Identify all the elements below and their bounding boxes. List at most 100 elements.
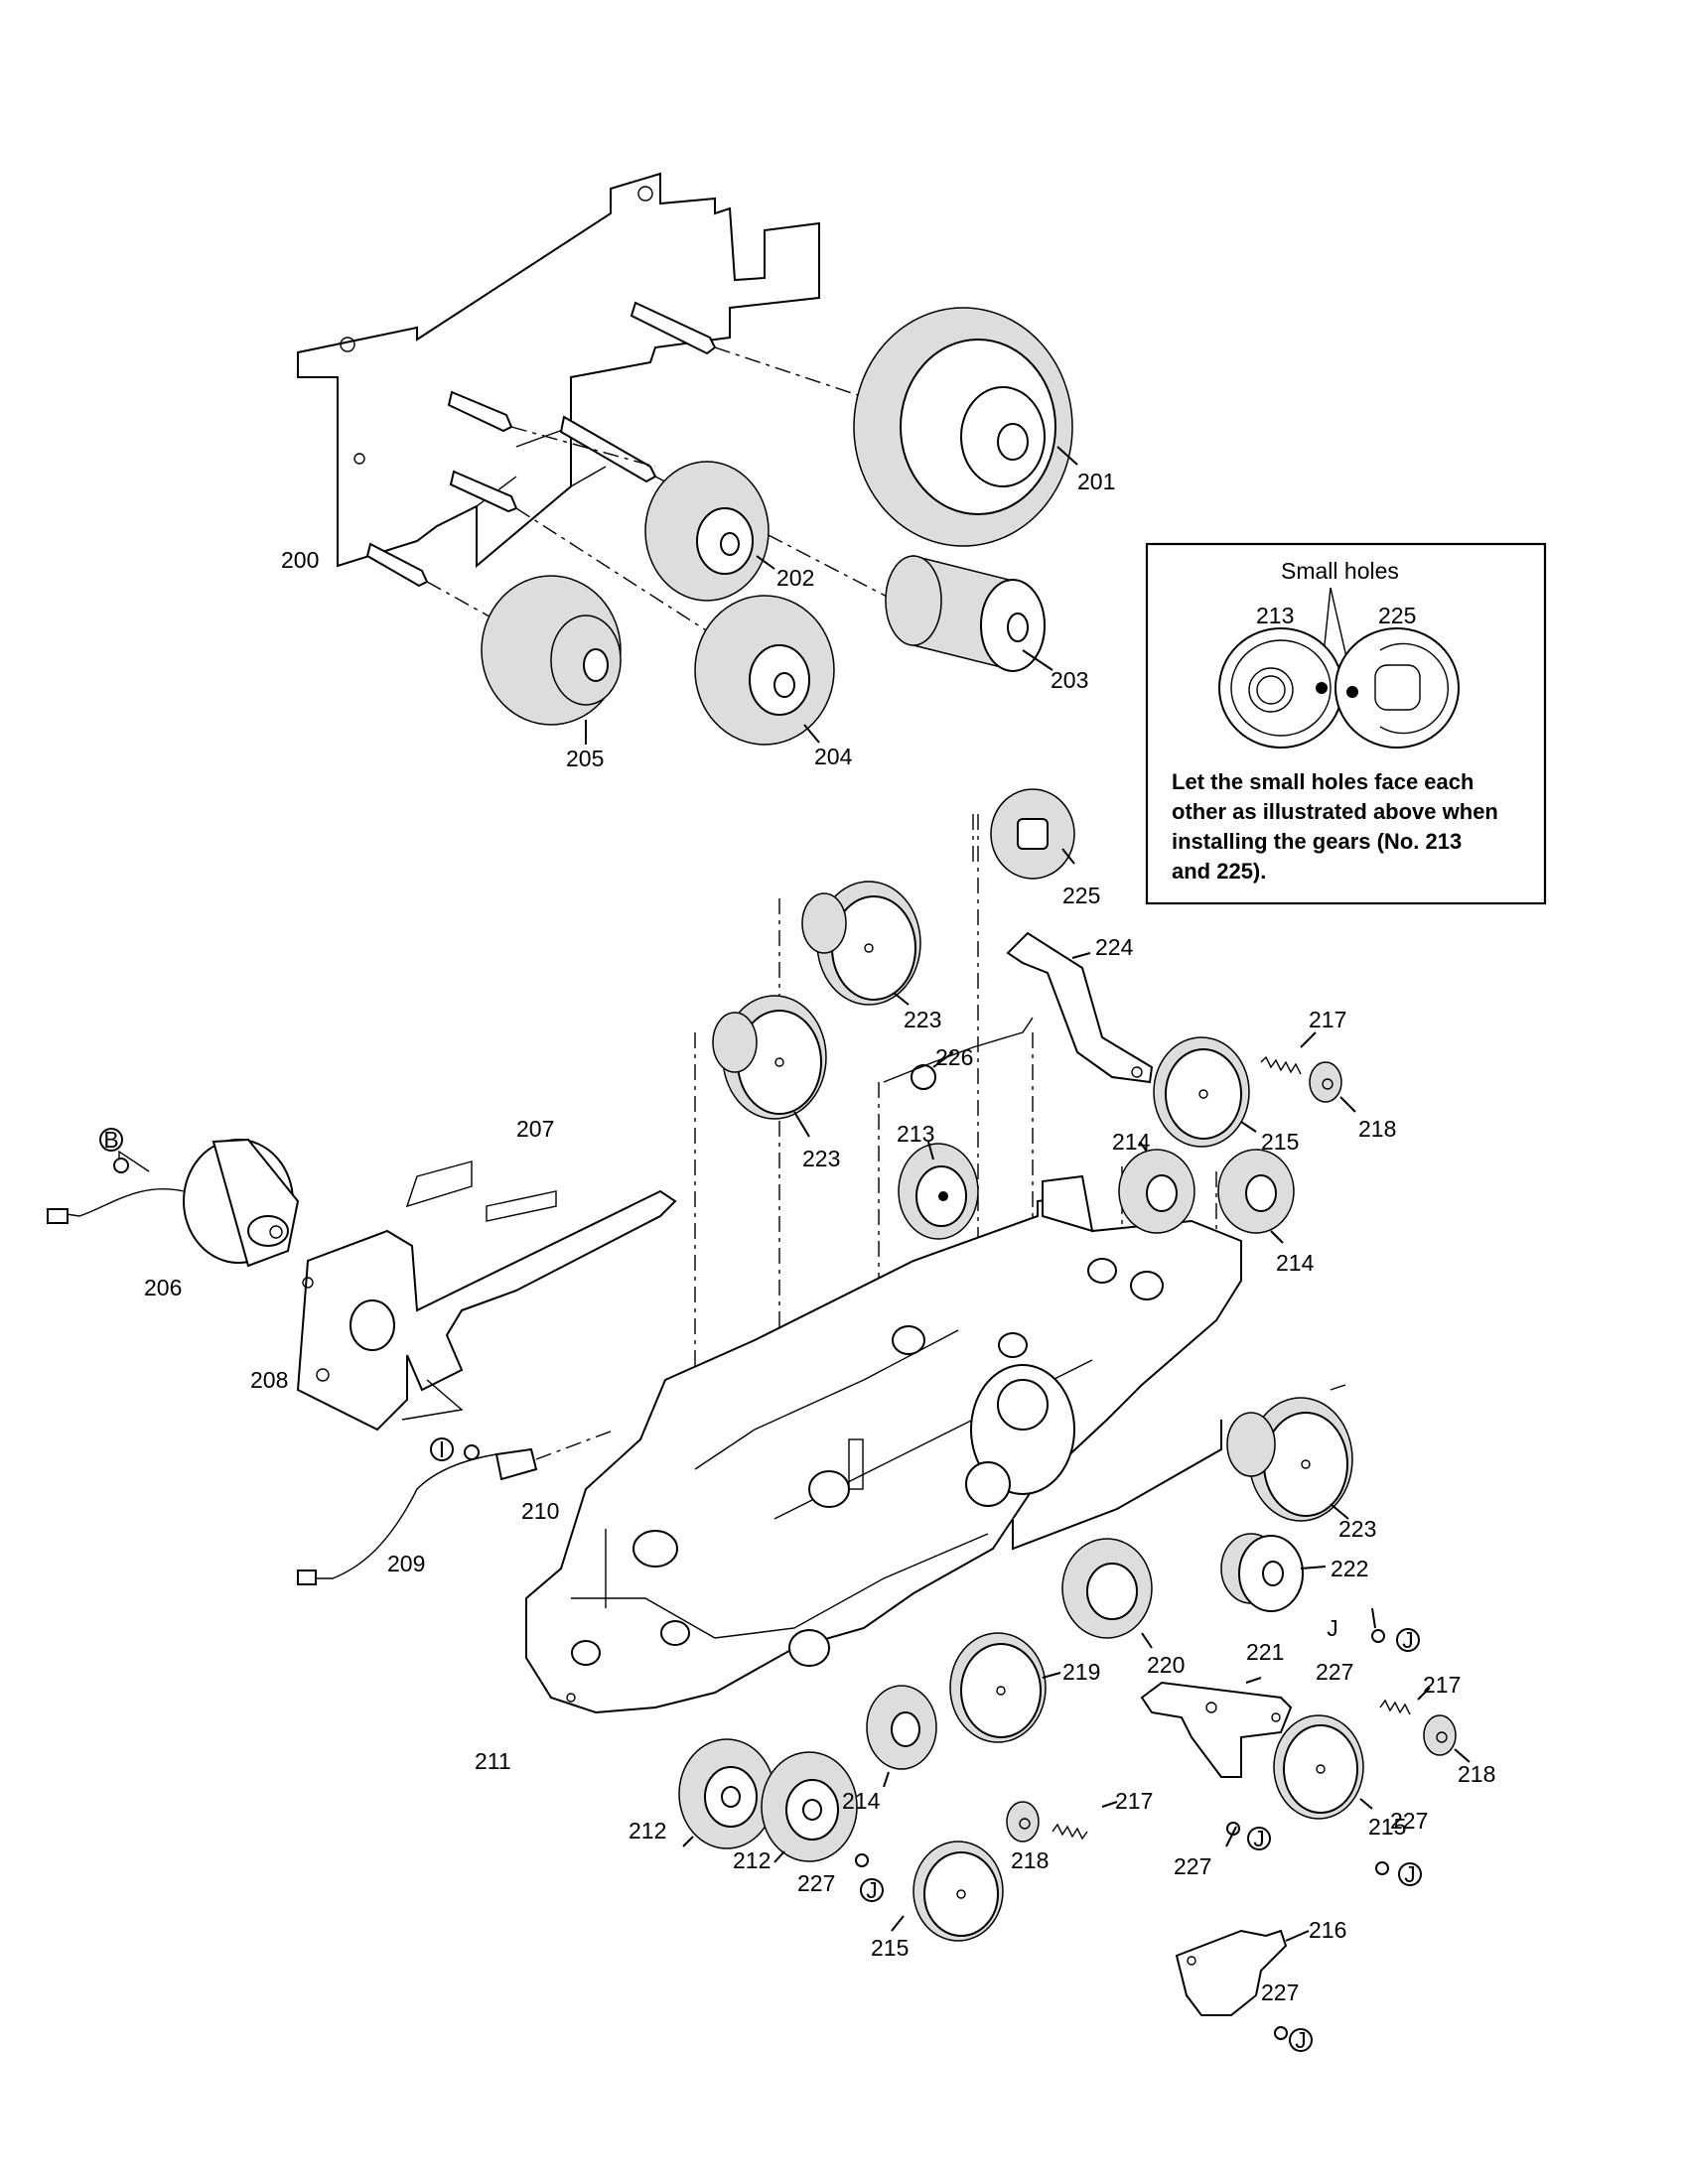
gear-218-top [1309, 1061, 1356, 1113]
marker-J-6: J [1327, 1615, 1338, 1641]
screw-type-markers: B I J J J J J J [99, 1127, 1422, 2053]
label-219: 219 [1062, 1659, 1100, 1685]
note-box: Small holes 213 225 Let the small holes … [1145, 542, 1547, 905]
label-223-mid: 223 [802, 1146, 840, 1171]
sensor-210 [297, 1429, 617, 1585]
cover-216 [1175, 1929, 1310, 2016]
gear-218-right [1423, 1714, 1471, 1763]
gear-212-right [761, 1751, 858, 1863]
label-227-b: 227 [1390, 1808, 1428, 1834]
gear-213 [898, 1141, 979, 1240]
label-200: 200 [281, 547, 319, 573]
bracket-221 [1140, 1677, 1293, 1778]
label-206: 206 [144, 1275, 182, 1300]
marker-I: I [439, 1436, 445, 1462]
label-218-top: 218 [1358, 1116, 1396, 1142]
label-226: 226 [935, 1044, 973, 1070]
gear-201 [853, 307, 1078, 547]
label-202: 202 [776, 565, 814, 591]
gear-214-right [1217, 1149, 1295, 1244]
label-207: 207 [516, 1116, 554, 1142]
gear-225 [990, 788, 1075, 880]
gear-215-top [1153, 1036, 1257, 1148]
label-212-left: 212 [629, 1818, 666, 1843]
gear-203 [885, 555, 1053, 672]
gear-202 [644, 461, 775, 602]
marker-J-4: J [866, 1877, 878, 1903]
label-214-right: 214 [1276, 1250, 1315, 1276]
label-222: 222 [1331, 1556, 1368, 1581]
label-215-right: 215 [1368, 1814, 1406, 1840]
marker-J-3: J [1404, 1861, 1416, 1887]
gear-205 [481, 575, 622, 745]
note-line-4: and 225). [1172, 859, 1266, 884]
gear-215-bottom [891, 1841, 1004, 1942]
marker-B: B [103, 1127, 118, 1153]
label-212-right: 212 [733, 1847, 771, 1873]
gear-204 [694, 595, 835, 746]
label-223-top: 223 [904, 1007, 941, 1032]
note-right-gear-label: 225 [1378, 603, 1416, 628]
note-left-gear-label: 213 [1256, 603, 1294, 628]
label-217-right: 217 [1423, 1672, 1461, 1698]
screws [113, 1158, 1389, 2040]
label-209: 209 [387, 1551, 425, 1576]
spring-226 [883, 1017, 1034, 1090]
label-227-a: 227 [1316, 1659, 1353, 1685]
gear-214-bottom [866, 1685, 937, 1788]
label-218-right: 218 [1458, 1761, 1495, 1787]
marker-J-1: J [1402, 1627, 1414, 1653]
gear-222 [1220, 1533, 1327, 1612]
bracket-pins [365, 301, 924, 656]
label-204: 204 [814, 744, 853, 769]
label-214-bottom: 214 [842, 1788, 881, 1814]
label-216: 216 [1309, 1917, 1346, 1943]
label-214-left: 214 [1112, 1129, 1151, 1155]
part-labels: 200 201 202 203 204 205 206 207 208 209 … [144, 469, 1495, 2005]
label-217-bottom: 217 [1115, 1788, 1153, 1814]
note-title: Small holes [1281, 558, 1399, 584]
bracket-208 [296, 1160, 677, 1432]
label-227-d: 227 [797, 1870, 835, 1896]
gear-223-top [801, 881, 921, 1006]
label-227-c: 227 [1174, 1853, 1211, 1879]
label-225: 225 [1062, 883, 1100, 908]
label-227-e: 227 [1261, 1979, 1299, 2005]
spring-217-right [1379, 1687, 1431, 1715]
frame-211 [525, 1174, 1242, 1714]
label-218-bottom: 218 [1011, 1847, 1049, 1873]
label-215-top: 215 [1261, 1129, 1299, 1155]
label-208: 208 [250, 1367, 288, 1393]
marker-J-5: J [1295, 2027, 1307, 2053]
label-224: 224 [1095, 934, 1134, 960]
motor-206 [47, 1138, 300, 1268]
note-line-1: Let the small holes face each [1172, 769, 1474, 794]
label-205: 205 [566, 746, 604, 771]
marker-J-2: J [1253, 1826, 1265, 1851]
label-203: 203 [1051, 667, 1088, 693]
note-line-3: installing the gears (No. 213 [1172, 829, 1462, 854]
label-215-bottom: 215 [871, 1935, 909, 1961]
gear-223-mid [712, 995, 827, 1138]
label-211: 211 [475, 1748, 511, 1774]
gear-215-right [1273, 1714, 1373, 1820]
note-line-2: other as illustrated above when [1172, 799, 1498, 824]
label-220: 220 [1147, 1652, 1185, 1678]
label-210: 210 [521, 1498, 559, 1524]
label-201: 201 [1077, 469, 1115, 494]
gear-223-right [1226, 1397, 1353, 1522]
label-223-right: 223 [1338, 1516, 1376, 1542]
gear-220 [1061, 1538, 1153, 1649]
gear-219 [949, 1632, 1061, 1743]
bracket-200 [297, 172, 820, 569]
bracket-224 [1006, 931, 1154, 1084]
gear-218-bottom [1006, 1801, 1040, 1843]
spring-217-bottom [1052, 1801, 1118, 1841]
gear-212-left [678, 1738, 775, 1849]
label-221: 221 [1246, 1639, 1284, 1665]
label-217-top: 217 [1309, 1007, 1346, 1032]
gear-214-left [1118, 1141, 1195, 1234]
spring-217-top [1260, 1031, 1317, 1075]
label-213: 213 [897, 1121, 934, 1147]
